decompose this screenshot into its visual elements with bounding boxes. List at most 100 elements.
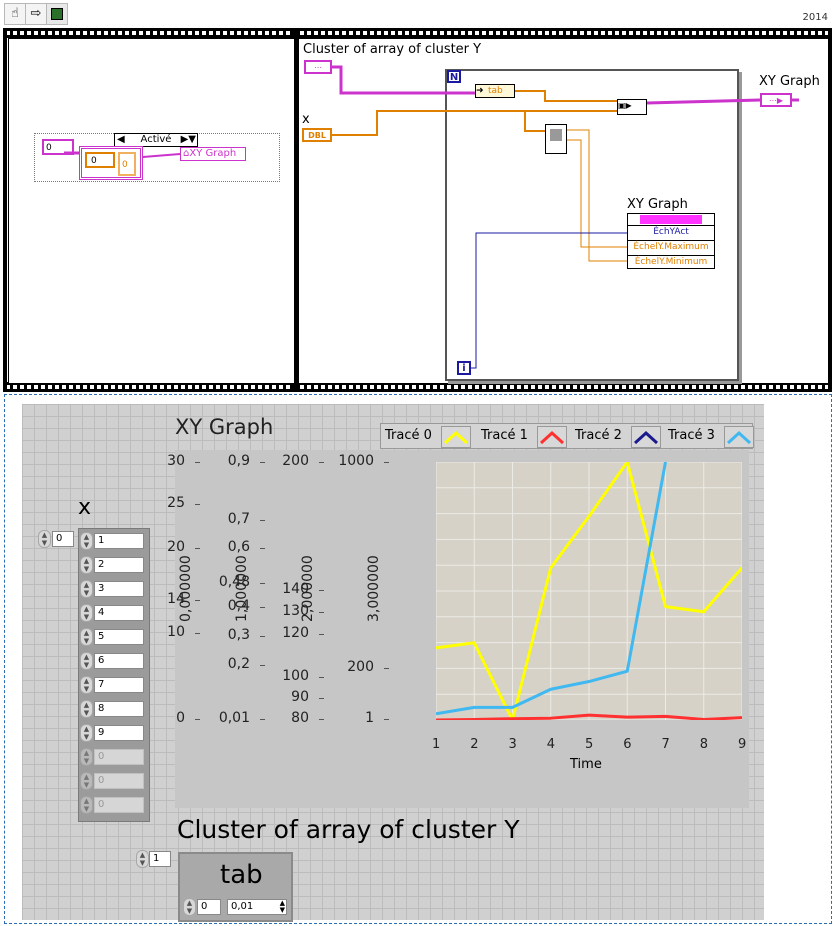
sequence-frame-right: Cluster of array of cluster Y ⋯ x DBL N … [298,38,829,384]
y-tick-mark [260,583,265,584]
cluster-terminal[interactable]: ⋯ [304,60,332,74]
toolbar: ☝ ⇨ 2014 [0,0,834,28]
cluster-constant[interactable]: 0 [42,139,74,155]
flat-sequence-top-border [3,28,832,38]
x-element-value[interactable]: 7 [94,677,144,693]
x-element-value[interactable]: 3 [94,581,144,597]
y-axis-name: 1,000000 [234,555,250,622]
y-tick-label: 140 [282,581,309,597]
graph-terminal-label: XY Graph [759,74,820,89]
x-element-incrementer[interactable]: ▲▼ [80,628,93,646]
series-line-tracé-0[interactable] [436,462,742,720]
x-array-index[interactable]: 0 [52,531,74,547]
property-node-label: XY Graph [627,197,688,212]
unbundle-by-name[interactable]: ➜tab [475,84,515,98]
inner-numeric[interactable]: 0,01 ▲▼ [227,899,287,915]
x-element-value[interactable]: 5 [94,629,144,645]
legend-swatch[interactable] [631,426,661,448]
x-element-value[interactable]: 2 [94,557,144,573]
y-tick-mark [195,504,200,505]
loop-count-terminal[interactable]: N [447,70,461,83]
graph-label: XY Graph [175,415,274,439]
x-array-label: x [78,495,92,520]
x-element-incrementer[interactable]: ▲▼ [80,604,93,622]
x-element-value[interactable]: 8 [94,701,144,717]
x-element-incrementer[interactable]: ▲▼ [80,580,93,598]
y-tick-mark [319,462,324,463]
x-tick-label: 1 [432,737,441,752]
loop-index-terminal[interactable]: i [457,361,471,375]
y-tick-label: 1 [365,710,374,726]
x-terminal[interactable]: DBL [302,128,332,142]
x-tick-label: 6 [623,737,632,752]
series-line-tracé-1[interactable] [436,713,742,720]
x-element-value[interactable]: 1 [94,533,144,549]
y-tick-label: 130 [282,603,309,619]
sequence-divider [292,28,298,392]
front-panel-boundary [4,394,832,924]
left-wires [64,151,181,158]
plot-area[interactable] [436,462,742,720]
legend-item-label[interactable]: Tracé 1 [481,428,528,443]
y-tick-label: 10 [167,624,185,640]
arrow-run-icon[interactable]: ⇨ [25,3,47,25]
cluster-index-incrementer[interactable]: ▲▼ [136,850,149,868]
labview-vi-icon[interactable] [46,3,68,25]
x-element-incrementer[interactable]: ▲▼ [80,724,93,742]
x-element-incrementer[interactable]: ▲▼ [80,556,93,574]
graph-property-node[interactable]: ⌂XY Graph [180,147,246,161]
y-tick-label: 200 [347,659,374,675]
property-item-2[interactable]: ÉchelY.Maximum [628,240,714,255]
x-element-incrementer[interactable]: ▲▼ [80,532,93,550]
y-tick-mark [260,548,265,549]
x-element-incrementer[interactable]: ▲▼ [80,652,93,670]
x-array-index-incrementer[interactable]: ▲▼ [38,530,51,548]
x-element-incrementer[interactable]: ▲▼ [80,676,93,694]
legend-item-label[interactable]: Tracé 2 [575,428,622,443]
array-subset-icon[interactable] [545,124,567,154]
cluster-label: Cluster of array of cluster Y [177,815,520,844]
sequence-right-edge [828,28,832,392]
x-element-value[interactable]: 0 [94,749,144,765]
cluster-inner-label: tab [220,860,263,890]
legend-swatch[interactable] [724,426,754,448]
x-element-incrementer[interactable]: ▲▼ [80,796,93,814]
array-cluster-constant[interactable]: 0 0 [79,146,143,180]
y-tick-mark [260,719,265,720]
numeric-constant[interactable]: 0 [85,152,115,168]
case-selector[interactable]: ◀ Activé ▶▼ [114,133,198,147]
x-element-value[interactable]: 0 [94,773,144,789]
hand-probe-icon[interactable]: ☝ [4,3,26,25]
y-tick-label: 0,2 [227,656,250,672]
x-element-value[interactable]: 4 [94,605,144,621]
legend-swatch[interactable] [441,426,471,448]
cluster-index[interactable]: 1 [149,851,171,867]
cluster-control-label: Cluster of array of cluster Y [303,42,482,57]
plot-legend[interactable]: Tracé 0 Tracé 1 Tracé 2 Tracé 3 [380,423,754,449]
x-element-value[interactable]: 9 [94,725,144,741]
property-node[interactable]: ÉchYAct ÉchelY.Maximum ÉchelY.Minimum [627,213,715,269]
x-element-value[interactable]: 0 [94,797,144,813]
legend-item-label[interactable]: Tracé 0 [385,428,432,443]
legend-item-label[interactable]: Tracé 3 [668,428,715,443]
property-item-1[interactable]: ÉchYAct [628,225,714,240]
inner-index-incrementer[interactable]: ▲▼ [183,898,196,916]
xy-graph-terminal[interactable]: ⋯▶ [760,93,792,107]
legend-swatch[interactable] [537,426,567,448]
property-item-3[interactable]: ÉchelY.Minimum [628,255,714,270]
right-wires [332,65,799,369]
x-element-value[interactable]: 6 [94,653,144,669]
numeric-constant-orange[interactable]: 0 [118,152,136,176]
y-tick-label: 0,3 [227,627,250,643]
series-line-tracé-3[interactable] [436,462,667,716]
bundle-icon[interactable]: ▣▶ [617,99,647,115]
x-element-incrementer[interactable]: ▲▼ [80,748,93,766]
y-tick-label: 0,6 [227,539,250,555]
y-tick-label: 0,48 [218,574,250,590]
y-tick-mark [384,719,389,720]
y-tick-mark [260,462,265,463]
x-element-incrementer[interactable]: ▲▼ [80,772,93,790]
y-axis-name: 0,000000 [178,555,194,622]
x-element-incrementer[interactable]: ▲▼ [80,700,93,718]
inner-index[interactable]: 0 [197,899,221,915]
